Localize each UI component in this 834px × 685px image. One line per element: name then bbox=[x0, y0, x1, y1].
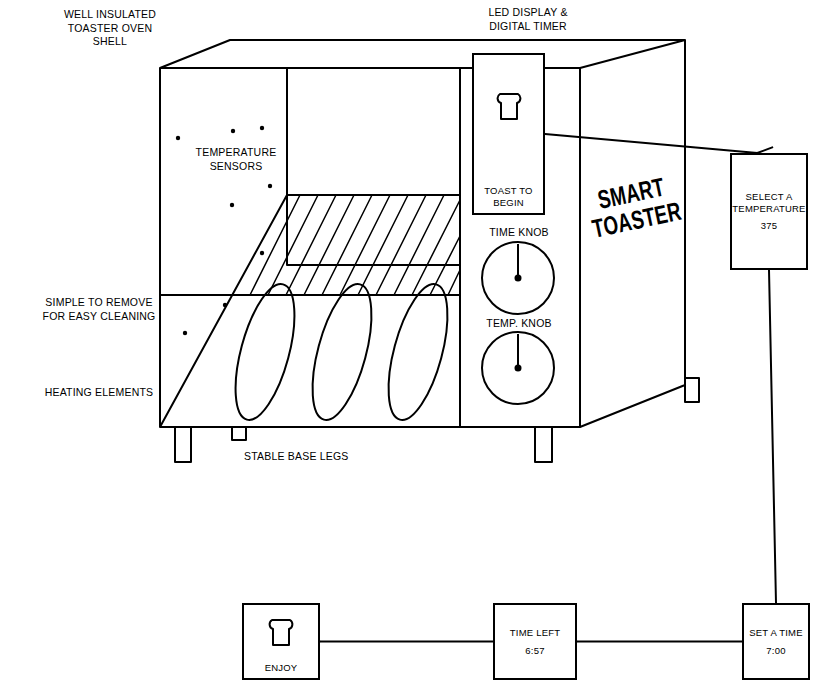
oven-window bbox=[287, 68, 460, 265]
part-label: TEMP. KNOB bbox=[484, 317, 554, 331]
flow-arrow bbox=[769, 270, 783, 618]
base-leg bbox=[232, 427, 246, 440]
sensor-dot bbox=[230, 203, 234, 207]
display-box: ENJOY bbox=[242, 603, 320, 680]
brand-label: SMART TOASTER bbox=[582, 171, 686, 244]
sensor-dot bbox=[268, 184, 272, 188]
knob-pointer bbox=[517, 334, 519, 368]
box-text: 7:00 bbox=[766, 645, 785, 657]
part-label: WELL INSULATED TOASTER OVEN SHELL bbox=[53, 8, 167, 49]
part-label: HEATING ELEMENTS bbox=[40, 386, 158, 400]
sensor-dot bbox=[183, 331, 187, 335]
knob-center bbox=[515, 275, 522, 282]
time-knob bbox=[482, 242, 554, 314]
step-box: SET A TIME 7:00 bbox=[742, 603, 810, 680]
box-text: TOAST TO BEGIN bbox=[477, 185, 540, 209]
part-label: TIME KNOB bbox=[486, 226, 552, 240]
sensor-dot bbox=[260, 251, 264, 255]
heating-element bbox=[224, 278, 307, 426]
flow-arrow bbox=[306, 635, 493, 649]
heating-element bbox=[377, 278, 460, 426]
rack-line bbox=[160, 195, 460, 427]
sensor-dot bbox=[223, 303, 227, 307]
box-text: TIME LEFT bbox=[510, 627, 560, 639]
knob-pointer bbox=[517, 244, 519, 278]
sensor-dot bbox=[231, 129, 235, 133]
knob-center bbox=[515, 365, 522, 372]
base-leg bbox=[535, 427, 552, 462]
bread-icon bbox=[496, 91, 522, 121]
panel-divider bbox=[459, 68, 461, 427]
box-text: SET A TIME bbox=[749, 627, 802, 639]
sensor-dot bbox=[176, 136, 180, 140]
box-text: SELECT A TEMPERATURE bbox=[732, 191, 805, 215]
bread-icon bbox=[268, 617, 294, 647]
part-label: LED DISPLAY & DIGITAL TIMER bbox=[474, 6, 582, 33]
heating-element bbox=[301, 278, 384, 426]
box-text: 6:57 bbox=[525, 645, 544, 657]
part-label: STABLE BASE LEGS bbox=[243, 450, 375, 464]
box-text: 375 bbox=[761, 220, 777, 232]
step-box: TIME LEFT 6:57 bbox=[493, 603, 577, 680]
display-box: TOAST TO BEGIN bbox=[472, 53, 545, 215]
temp-knob bbox=[482, 332, 554, 404]
toaster-top bbox=[160, 40, 685, 68]
step-box: SELECT A TEMPERATURE 375 bbox=[730, 153, 808, 270]
rack-hatching bbox=[250, 195, 460, 295]
flow-arrow bbox=[563, 635, 742, 649]
sensor-dot bbox=[260, 126, 264, 130]
base-leg bbox=[175, 427, 191, 462]
base-leg bbox=[685, 378, 699, 402]
part-label: SIMPLE TO REMOVE FOR EASY CLEANING bbox=[40, 296, 158, 323]
box-text: ENJOY bbox=[265, 662, 298, 674]
part-label: TEMPERATURE SENSORS bbox=[190, 146, 282, 173]
